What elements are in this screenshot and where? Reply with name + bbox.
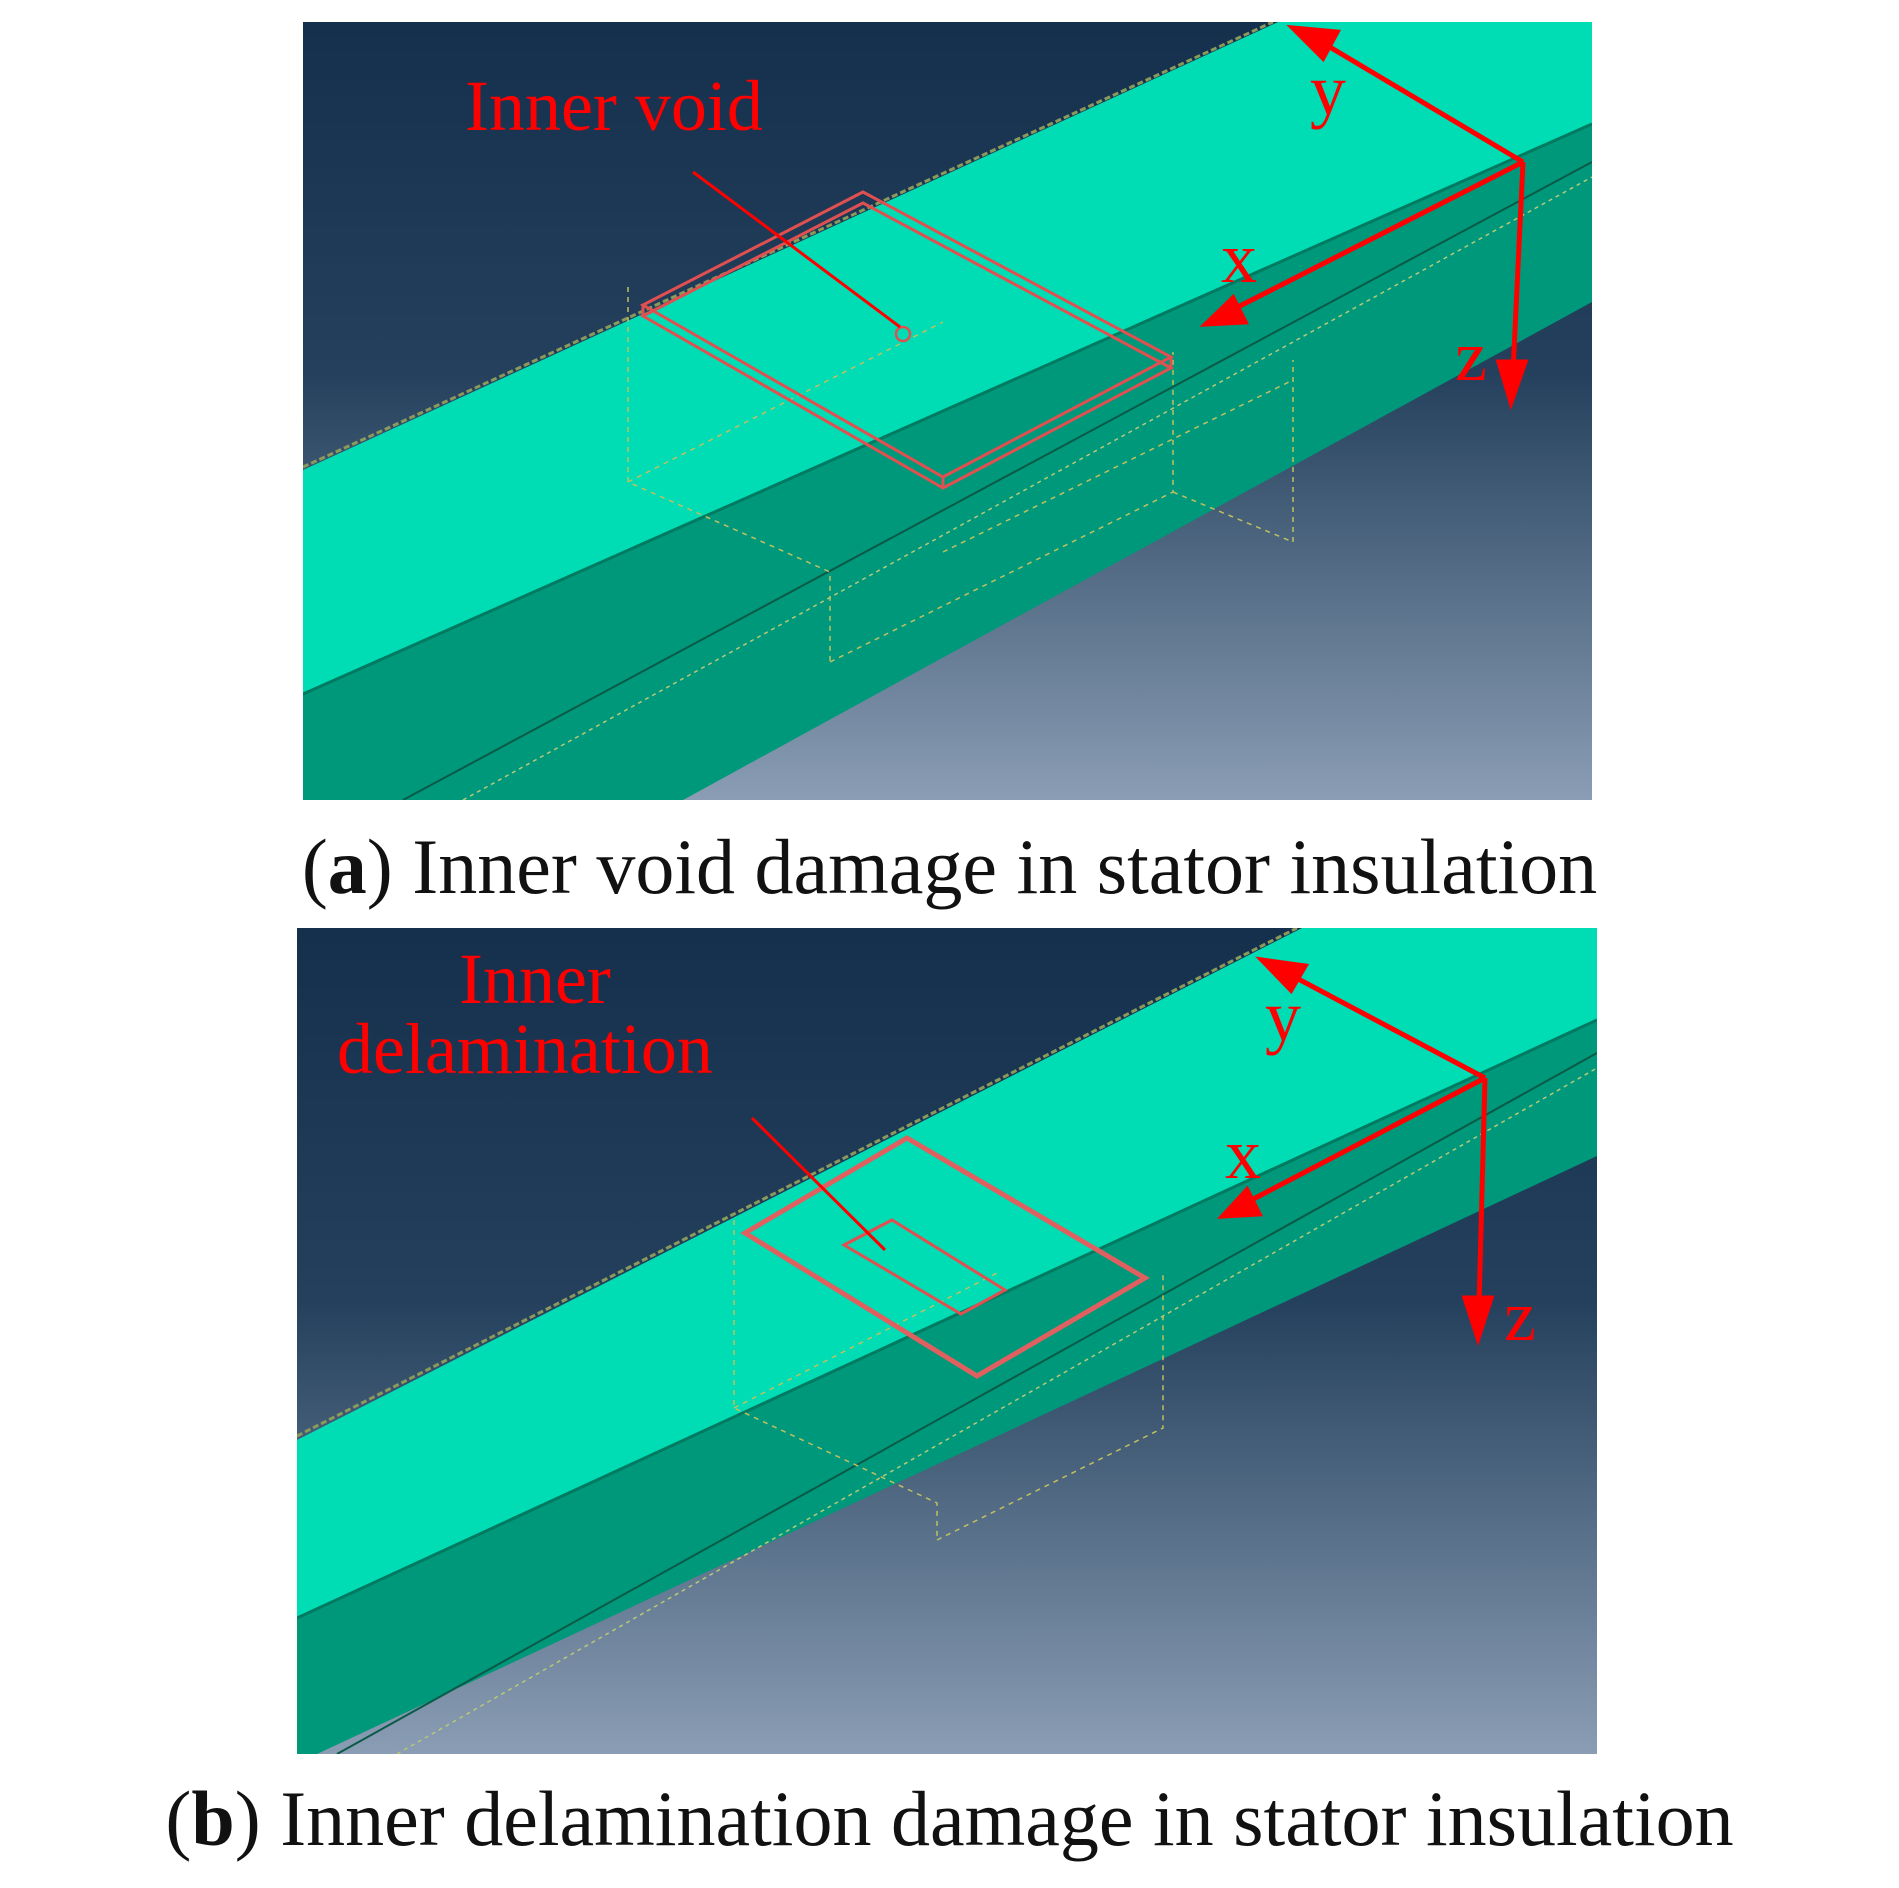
bar-side-face: [297, 1020, 1597, 1754]
caption-a: (a) Inner void damage in stator insulati…: [301, 823, 1598, 910]
axis-label-x: x: [1221, 218, 1257, 298]
y-arrow-icon: [1255, 956, 1310, 995]
bar-top-face: [303, 22, 1592, 694]
leader-line: [750, 1116, 887, 1252]
axis-label-z: z: [1504, 1276, 1536, 1356]
inner-void-model-view: Inner void y x z: [303, 22, 1592, 800]
bar-front-edge: [297, 1018, 1597, 1620]
coordinate-axes: [1216, 956, 1495, 1347]
axis-label-z: z: [1455, 316, 1487, 396]
delamination-region: [740, 1135, 1150, 1379]
axis-label-y: y: [1265, 976, 1301, 1056]
caption-b: (b) Inner delamination damage in stator …: [165, 1775, 1734, 1862]
coordinate-axes: [1199, 24, 1529, 411]
axis-label-x: x: [1225, 1114, 1261, 1194]
x-arrow-icon: [1216, 1185, 1263, 1219]
z-arrow-icon: [1495, 359, 1529, 411]
hidden-edges: [733, 1220, 1164, 1541]
bar-inner-dotted-line: [396, 1067, 1597, 1754]
bar-top-face: [297, 928, 1597, 1618]
x-arrow-icon: [1199, 293, 1249, 327]
damage-label-line-2: delamination: [337, 1009, 713, 1089]
hidden-edges: [627, 287, 1294, 663]
z-arrow-icon: [1461, 1295, 1495, 1347]
bar-top-edge: [297, 928, 1298, 1438]
bar-inner-line: [336, 1052, 1597, 1754]
y-arrow-icon: [1286, 24, 1341, 63]
void-center-marker: [894, 325, 912, 343]
inner-delamination-model-view: Inner delamination y x z: [297, 928, 1597, 1754]
inner-void-box: [639, 190, 1175, 490]
bar-inner-dotted-line: [462, 176, 1592, 800]
damage-label-line-1: Inner: [459, 939, 611, 1019]
bar-inner-line: [402, 161, 1592, 800]
bar-front-edge: [303, 122, 1592, 696]
axis-label-y: y: [1310, 50, 1346, 130]
damage-label: Inner void: [465, 66, 763, 146]
leader-line: [692, 170, 901, 329]
